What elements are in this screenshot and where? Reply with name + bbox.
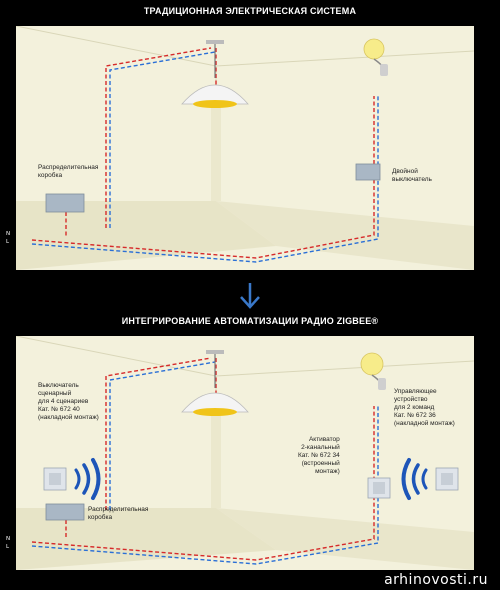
ceiling-lamp-icon-2: [181, 392, 249, 413]
traditional-system-panel: Распределительная коробка Двойной выключ…: [16, 26, 474, 270]
ceiling-mount-icon: [206, 40, 224, 44]
line-label-2: L: [6, 544, 10, 550]
wall-lamp-icon-2: [360, 352, 384, 376]
neutral-label-2: N: [6, 536, 11, 542]
watermark: arhinovosti.ru: [384, 572, 488, 588]
down-arrow-icon: [240, 283, 260, 309]
room-diagram-2: [16, 336, 474, 570]
junction-box-label-2: Распределительная коробка: [88, 506, 149, 521]
control-device-label: Управляющее устройство для 2 команд Кат.…: [394, 388, 455, 427]
neutral-label-1: N: [6, 231, 11, 237]
top-title: ТРАДИЦИОННАЯ ЭЛЕКТРИЧЕСКАЯ СИСТЕМА: [143, 6, 357, 16]
ceiling-lamp-icon: [181, 84, 249, 105]
signal-waves-left-icon: [74, 458, 101, 500]
line-label-1: L: [6, 239, 10, 245]
bottom-title: ИНТЕГРИРОВАНИЕ АВТОМАТИЗАЦИИ РАДИО ZIGBE…: [121, 316, 379, 326]
signal-waves-right-icon: [401, 458, 428, 500]
zigbee-system-panel: Выключатель сценарный для 4 сценариев Ка…: [16, 336, 474, 570]
ceiling-mount-icon-2: [206, 350, 224, 354]
room-diagram-1: [16, 26, 474, 270]
junction-box-icon-2: [45, 503, 85, 521]
junction-box-icon: [45, 193, 85, 213]
scenario-switch-label: Выключатель сценарный для 4 сценариев Ка…: [38, 382, 99, 421]
double-switch-label: Двойной выключатель: [392, 168, 432, 183]
junction-box-label: Распределительная коробка: [38, 164, 99, 179]
double-switch-icon: [355, 163, 381, 181]
wall-lamp-icon: [363, 38, 385, 60]
actuator-label: Активатор 2-канальный Кат. № 672 34 (вст…: [298, 436, 340, 475]
